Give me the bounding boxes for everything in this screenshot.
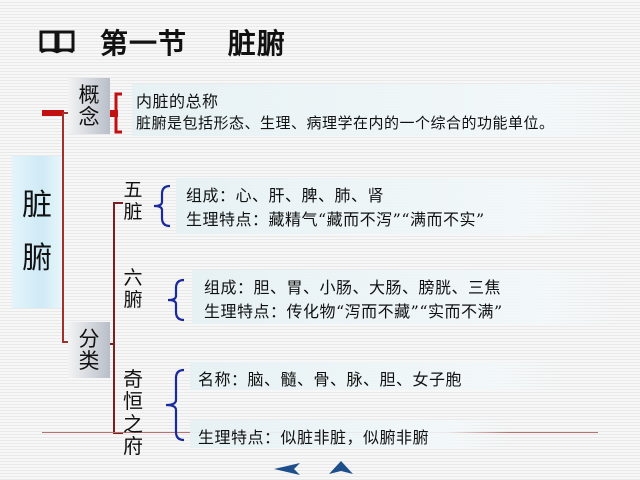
char: 概 [78, 82, 100, 107]
char: 奇 [123, 367, 143, 391]
char: 类 [78, 349, 100, 373]
concept-line-1: 内脏的总称 [136, 92, 219, 111]
char: 分 [78, 326, 100, 351]
concept-text-band [132, 84, 640, 136]
concept-label: 概 念 [68, 78, 110, 134]
root-label: 脏 腑 [12, 156, 62, 308]
qiheng-line-1: 名称：脑、髓、骨、脉、胆、女子胞 [198, 370, 463, 389]
concept-connector-bar [42, 110, 64, 116]
char: 脏 [22, 187, 52, 223]
qiheng-name-band [190, 362, 560, 390]
char: 脏 [123, 200, 143, 223]
classification-label: 分 类 [68, 322, 110, 378]
concept-line-2: 脏腑是包括形态、生理、病理学在内的一个综合的功能单位。 [136, 114, 555, 132]
page-title: 第一节 脏腑 [100, 22, 316, 62]
open-book-icon [39, 30, 75, 54]
classification-vertical-line [113, 202, 115, 434]
qiheng-line-2: 生理特点：似脏非脏，似腑非腑 [198, 428, 430, 447]
char: 腑 [22, 241, 52, 276]
category-label-liufu: 六 腑 [120, 267, 146, 312]
branch-wuzang [113, 202, 123, 204]
liufu-line-1: 组成：胆、胃、小肠、大肠、膀胱、三焦 [204, 278, 502, 297]
wuzang-line-1: 组成：心、肝、脾、肺、肾 [186, 186, 385, 205]
qiheng-trait-band [190, 420, 510, 448]
root-vertical-line-lower [62, 262, 64, 342]
char: 腑 [123, 288, 143, 311]
brace-qiheng-icon [165, 368, 185, 442]
category-label-wuzang: 五 脏 [120, 179, 146, 224]
branch-concept [62, 112, 70, 114]
arrow-left-icon[interactable] [272, 462, 302, 476]
char: 念 [78, 105, 100, 129]
brace-liufu-icon [167, 278, 185, 322]
branch-fenlei-link [106, 343, 115, 345]
char: 六 [123, 267, 143, 289]
branch-qiheng [113, 432, 123, 434]
char: 五 [123, 179, 143, 201]
wuzang-text-band [176, 178, 606, 234]
char: 之 [123, 411, 143, 436]
brace-wuzang-icon [153, 184, 171, 228]
branch-classification [62, 341, 70, 343]
wuzang-line-2: 生理特点：藏精气“藏而不泻”“满而不实” [186, 210, 485, 229]
root-vertical-line [62, 112, 64, 262]
section-title: 脏腑 [227, 27, 286, 60]
liufu-line-2: 生理特点：传化物“泻而不藏”“实而不满” [204, 302, 503, 321]
section-number: 第一节 [100, 27, 188, 60]
liufu-text-band [192, 270, 622, 324]
arrow-up-icon[interactable] [328, 460, 354, 476]
page-header: 第一节 脏腑 [39, 22, 316, 62]
char: 恒 [123, 389, 143, 414]
char: 府 [123, 434, 143, 459]
concept-bracket-icon [104, 92, 122, 134]
category-label-qiheng: 奇 恒 之 府 [118, 368, 148, 458]
